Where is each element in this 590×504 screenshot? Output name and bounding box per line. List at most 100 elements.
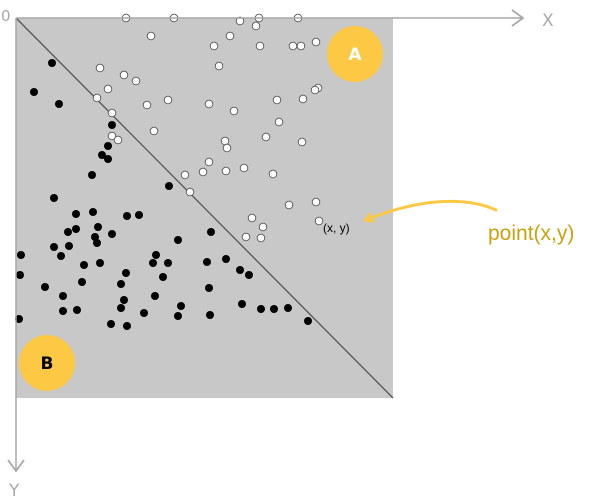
point-filled <box>108 230 116 238</box>
point-hollow <box>103 84 113 94</box>
region-a-label: A <box>348 45 362 65</box>
y-axis-label: Y <box>8 481 20 501</box>
point-hollow <box>261 132 271 142</box>
region-a-points <box>92 13 324 243</box>
point-filled <box>164 259 172 267</box>
point-filled <box>48 59 56 67</box>
point-hollow <box>310 85 320 95</box>
point-hollow <box>119 70 129 80</box>
point-filled <box>123 212 131 220</box>
point-filled <box>174 236 182 244</box>
point-hollow <box>298 94 308 104</box>
point-filled <box>222 255 230 263</box>
point-filled <box>236 266 244 274</box>
point-filled <box>207 228 215 236</box>
point-filled <box>17 251 25 259</box>
point-filled <box>50 243 58 251</box>
point-filled <box>104 155 112 163</box>
point-hollow <box>222 143 232 153</box>
point-filled <box>107 320 115 328</box>
point-hollow <box>209 41 219 51</box>
point-filled <box>117 280 125 288</box>
point-filled <box>108 121 116 129</box>
point-filled <box>206 311 214 319</box>
point-filled <box>140 309 148 317</box>
origin-label: 0 <box>1 7 11 25</box>
point-hollow <box>229 106 239 116</box>
point-hollow <box>214 61 224 71</box>
diagonal-divider <box>15 17 394 399</box>
point-filled <box>159 273 167 281</box>
point-filled <box>284 304 292 312</box>
y-axis: Y <box>7 18 25 501</box>
point-filled <box>135 211 143 219</box>
point-hollow <box>256 233 266 243</box>
point-filled <box>65 242 73 250</box>
point-hollow <box>220 136 230 146</box>
point-filled <box>98 151 106 159</box>
point-hollow <box>107 131 117 141</box>
point-hollow <box>297 137 307 147</box>
point-hollow <box>142 100 152 110</box>
point-filled <box>72 225 80 233</box>
point-filled <box>257 305 265 313</box>
point-hollow <box>163 95 173 105</box>
point-filled <box>245 271 253 279</box>
pointer-arrow <box>366 199 498 220</box>
x-axis: X <box>16 9 554 31</box>
point-hollow <box>149 126 159 136</box>
point-hollow <box>268 169 278 179</box>
point-filled <box>89 208 97 216</box>
point-hollow <box>185 187 195 197</box>
y-axis-arrowhead <box>7 459 25 473</box>
point-caption: point(x,y) <box>488 222 574 245</box>
point-filled <box>59 292 67 300</box>
point-hollow <box>198 167 208 177</box>
point-filled <box>88 171 96 179</box>
point-hollow <box>247 213 257 223</box>
point-filled <box>117 304 125 312</box>
point-filled <box>270 305 278 313</box>
point-hollow <box>180 170 190 180</box>
point-hollow <box>146 31 156 41</box>
point-hollow <box>239 163 249 173</box>
point-filled <box>80 261 88 269</box>
point-hollow <box>92 93 102 103</box>
point-hollow <box>131 76 141 86</box>
point-filled <box>238 300 246 308</box>
point-filled <box>94 223 102 231</box>
region-a-badge: A <box>327 26 383 82</box>
point-hollow <box>241 232 251 242</box>
point-filled <box>41 283 49 291</box>
point-filled <box>50 194 58 202</box>
point-filled <box>152 251 160 259</box>
point-hollow <box>272 95 282 105</box>
point-hollow <box>258 222 268 232</box>
point-hollow <box>113 135 123 145</box>
point-filled <box>205 284 213 292</box>
point-hollow <box>311 197 321 207</box>
point-filled <box>73 306 81 314</box>
point-hollow <box>107 108 117 118</box>
point-hollow <box>251 21 261 31</box>
point-hollow <box>255 41 265 51</box>
point-filled <box>30 88 38 96</box>
point-hollow <box>314 216 324 226</box>
point-filled <box>57 252 65 260</box>
point-filled <box>96 259 104 267</box>
point-filled <box>16 271 24 279</box>
point-hollow <box>288 41 298 51</box>
region-b-label: B <box>41 354 54 374</box>
point-filled <box>120 296 128 304</box>
region-b-badge: B <box>19 335 75 391</box>
point-filled <box>123 322 131 330</box>
point-filled <box>177 302 185 310</box>
point-filled <box>174 312 182 320</box>
point-filled <box>165 182 173 190</box>
point-filled <box>151 292 159 300</box>
point-filled <box>104 142 112 150</box>
point-hollow <box>204 99 214 109</box>
point-hollow <box>225 31 235 41</box>
point-coord-label: (x, y) <box>323 221 350 235</box>
point-filled <box>59 307 67 315</box>
